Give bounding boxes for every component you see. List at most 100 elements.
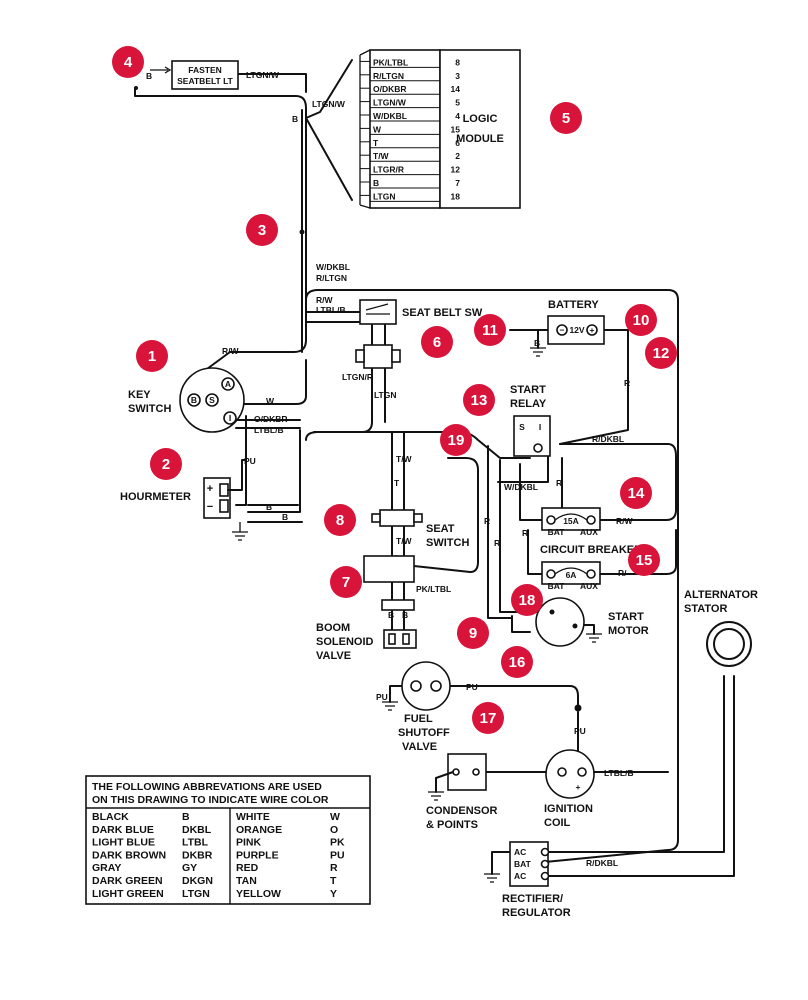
svg-text:FASTEN: FASTEN xyxy=(188,65,222,75)
svg-text:8: 8 xyxy=(336,512,344,529)
svg-text:6A: 6A xyxy=(566,570,577,580)
pin-number: 3 xyxy=(455,71,460,81)
svg-text:B: B xyxy=(191,395,197,405)
pin-number: 14 xyxy=(451,84,461,94)
svg-text:+: + xyxy=(576,782,581,792)
svg-text:17: 17 xyxy=(480,710,497,727)
pin-wire-label: T/W xyxy=(373,151,390,161)
start-motor: START MOTOR xyxy=(535,597,649,647)
callout-5: 5 xyxy=(550,102,582,134)
legend-cell: GRAY xyxy=(92,862,121,874)
legend-cell: RED xyxy=(236,862,259,874)
svg-text:R/DKBL: R/DKBL xyxy=(592,434,624,444)
svg-text:STATOR: STATOR xyxy=(684,603,727,615)
pin-wire-label: B xyxy=(373,178,379,188)
pin-wire-label: W/DKBL xyxy=(373,111,407,121)
callout-9: 9 xyxy=(457,617,489,649)
svg-text:COIL: COIL xyxy=(544,817,571,829)
legend-cell: LIGHT GREEN xyxy=(92,888,164,900)
svg-text:SEATBELT LT: SEATBELT LT xyxy=(177,76,234,86)
battery: − + 12V BATTERY xyxy=(547,299,605,345)
svg-text:B: B xyxy=(388,610,394,620)
pin-wire-label: PK/LTBL xyxy=(373,57,408,67)
svg-text:BAT: BAT xyxy=(548,527,566,537)
legend-cell: PURPLE xyxy=(236,849,279,861)
svg-text:W/DKBL: W/DKBL xyxy=(504,482,538,492)
callout-1: 1 xyxy=(136,340,168,372)
logic-module-pin-row: T/W 2 xyxy=(360,151,460,162)
svg-text:AC: AC xyxy=(514,847,526,857)
ground-symbols xyxy=(232,347,602,883)
svg-text:R/W: R/W xyxy=(222,346,240,356)
svg-text:ALTERNATOR: ALTERNATOR xyxy=(684,589,758,601)
svg-text:15A: 15A xyxy=(563,516,579,526)
callout-10: 10 xyxy=(625,304,657,336)
svg-text:R/: R/ xyxy=(618,568,627,578)
junction-dots xyxy=(134,86,582,712)
callout-17: 17 xyxy=(472,702,504,734)
pin-wire-label: R/LTGN xyxy=(373,71,404,81)
alternator-stator: ALTERNATOR STATOR xyxy=(684,589,758,667)
wire-labels: B LTGN/W LTGN/W B W/DKBL R/LTGN R/W LTBL… xyxy=(146,70,634,868)
svg-text:RELAY: RELAY xyxy=(510,398,547,410)
seat-switch: SEAT SWITCH xyxy=(363,509,469,583)
svg-text:16: 16 xyxy=(509,654,526,671)
svg-text:RECTIFIER/: RECTIFIER/ xyxy=(502,893,563,905)
legend-cell: W xyxy=(330,811,340,823)
callout-6: 6 xyxy=(421,326,453,358)
svg-text:T: T xyxy=(394,478,400,488)
svg-text:W/DKBL: W/DKBL xyxy=(316,262,350,272)
seat-belt-switch: SEAT BELT SW xyxy=(355,299,483,369)
callout-2: 2 xyxy=(150,448,182,480)
svg-text:S: S xyxy=(519,422,525,432)
svg-text:LTGN: LTGN xyxy=(374,390,397,400)
start-relay: S I START RELAY xyxy=(510,384,551,457)
legend-cell: BLACK xyxy=(92,811,129,823)
legend-cell: T xyxy=(330,875,337,887)
legend-cell: DKBL xyxy=(182,824,212,836)
legend-cell: O xyxy=(330,824,338,836)
svg-text:SWITCH: SWITCH xyxy=(426,537,469,549)
legend-cell: LTGN xyxy=(182,888,210,900)
svg-text:+: + xyxy=(207,483,213,495)
svg-text:B: B xyxy=(266,502,272,512)
legend-cell: R xyxy=(330,862,338,874)
svg-text:AC: AC xyxy=(514,871,526,881)
svg-text:PU: PU xyxy=(376,692,388,702)
legend-cell: PU xyxy=(330,849,345,861)
legend-cell: DKGN xyxy=(182,875,213,887)
legend-cell: LIGHT BLUE xyxy=(92,837,155,849)
svg-text:I: I xyxy=(539,422,541,432)
svg-text:2: 2 xyxy=(162,456,170,473)
svg-text:10: 10 xyxy=(633,312,650,329)
pin-wire-label: LTGR/R xyxy=(373,165,404,175)
svg-text:AUX: AUX xyxy=(580,527,598,537)
pin-number: 12 xyxy=(451,165,461,175)
svg-text:REGULATOR: REGULATOR xyxy=(502,907,571,919)
svg-text:LOGIC: LOGIC xyxy=(463,113,498,125)
svg-text:13: 13 xyxy=(471,392,488,409)
legend-cell: Y xyxy=(330,888,337,900)
callout-4: 4 xyxy=(112,46,144,78)
pin-number: 2 xyxy=(455,151,460,161)
pin-wire-label: LTGN/W xyxy=(373,98,407,108)
svg-text:R: R xyxy=(484,516,490,526)
svg-text:LTGN/W: LTGN/W xyxy=(312,99,346,109)
callout-13: 13 xyxy=(463,384,495,416)
svg-text:START: START xyxy=(608,611,644,623)
callout-18: 18 xyxy=(511,584,543,616)
ignition-coil: + IGNITION COIL xyxy=(544,749,595,829)
svg-text:14: 14 xyxy=(628,485,645,502)
svg-text:4: 4 xyxy=(124,54,133,71)
svg-text:B: B xyxy=(292,114,298,124)
svg-text:18: 18 xyxy=(519,592,536,609)
callout-8: 8 xyxy=(324,504,356,536)
legend-cell: B xyxy=(182,811,190,823)
